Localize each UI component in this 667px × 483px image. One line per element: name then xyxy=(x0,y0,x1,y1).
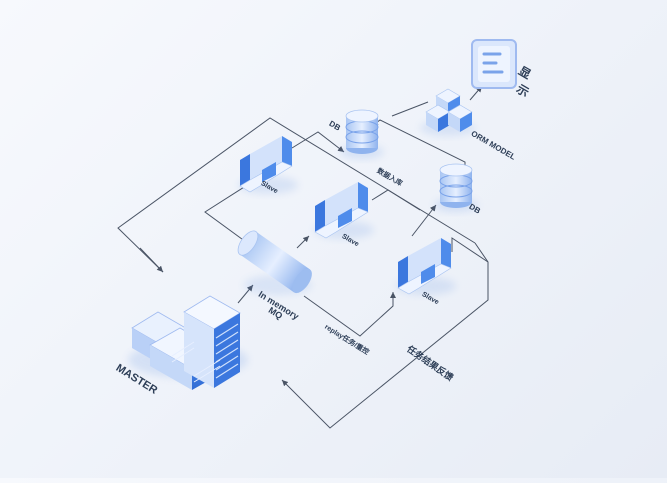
db1-to-orm-line xyxy=(391,101,429,117)
db-2 xyxy=(434,163,478,212)
orm-model-cubes xyxy=(420,88,476,136)
master-arrow-line xyxy=(139,247,164,273)
slave3-link-line xyxy=(451,237,489,263)
master-to-slave1-line xyxy=(117,117,476,273)
slave-node-1 xyxy=(238,136,298,194)
slave1-to-db-line xyxy=(291,131,345,153)
display-screen-icon xyxy=(471,39,517,89)
master-server xyxy=(128,295,248,390)
slave2-to-dbwrite-line xyxy=(371,189,421,211)
slave-node-2 xyxy=(314,182,374,239)
mq-to-slave3-line xyxy=(303,292,396,337)
feedback-loop-line xyxy=(281,242,489,429)
mq-cylinder xyxy=(237,230,312,295)
mq-to-slave2-line xyxy=(296,235,310,249)
slave-node-3 xyxy=(396,238,456,295)
slave3-to-db2-line xyxy=(411,204,437,237)
connectors xyxy=(117,85,489,429)
db-1 xyxy=(340,109,384,159)
